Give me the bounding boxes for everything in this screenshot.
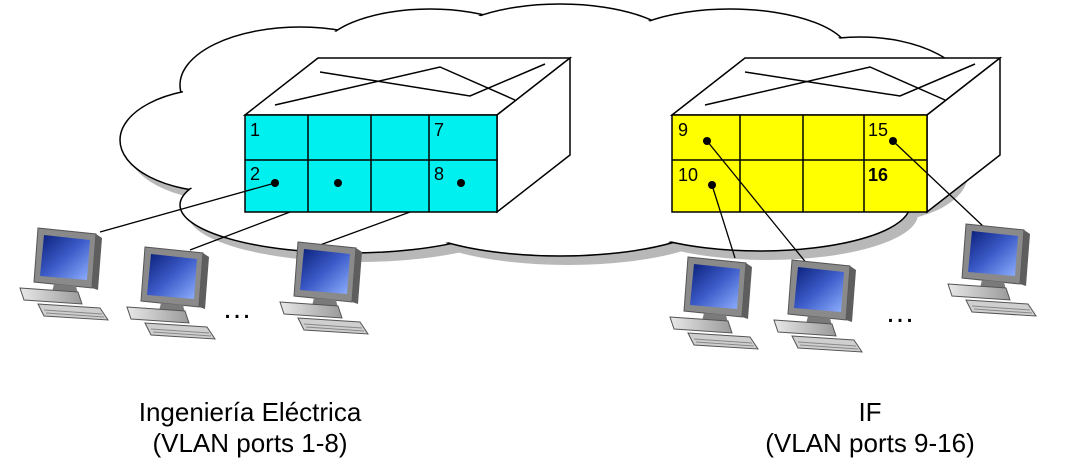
group-name-right: IF bbox=[858, 397, 882, 427]
port-label-10: 10 bbox=[678, 165, 698, 185]
port-dot bbox=[457, 179, 465, 187]
switch-right-front bbox=[671, 114, 928, 213]
computer-icon bbox=[947, 223, 1037, 317]
port-label-7: 7 bbox=[434, 120, 444, 140]
computer-icon bbox=[126, 246, 216, 340]
caption-right: IF (VLAN ports 9-16) bbox=[720, 397, 1020, 459]
port-label-8: 8 bbox=[434, 164, 444, 184]
group-vlan-right: (VLAN ports 9-16) bbox=[765, 428, 975, 458]
port-dot bbox=[334, 179, 342, 187]
switch-right bbox=[669, 56, 1003, 214]
switch-right-ports: 9 15 10 16 bbox=[678, 120, 897, 189]
cable-links bbox=[99, 140, 986, 266]
switch-left bbox=[242, 56, 573, 214]
ellipsis-right: … bbox=[885, 296, 915, 329]
port-label-16: 16 bbox=[868, 165, 888, 185]
port-label-1: 1 bbox=[250, 120, 260, 140]
computer-icon bbox=[19, 227, 109, 321]
switch-left-ports: 1 7 2 8 bbox=[250, 120, 465, 187]
port-label-9: 9 bbox=[678, 120, 688, 140]
port-label-2: 2 bbox=[250, 164, 260, 184]
computer-icon bbox=[669, 256, 759, 350]
computer-icon bbox=[773, 259, 863, 353]
group-name-left: Ingeniería Eléctrica bbox=[138, 397, 362, 427]
ellipsis-left: … bbox=[222, 292, 252, 325]
group-vlan-left: (VLAN ports 1-8) bbox=[152, 428, 348, 458]
caption-left: Ingeniería Eléctrica (VLAN ports 1-8) bbox=[95, 397, 405, 459]
port-label-15: 15 bbox=[868, 120, 888, 140]
